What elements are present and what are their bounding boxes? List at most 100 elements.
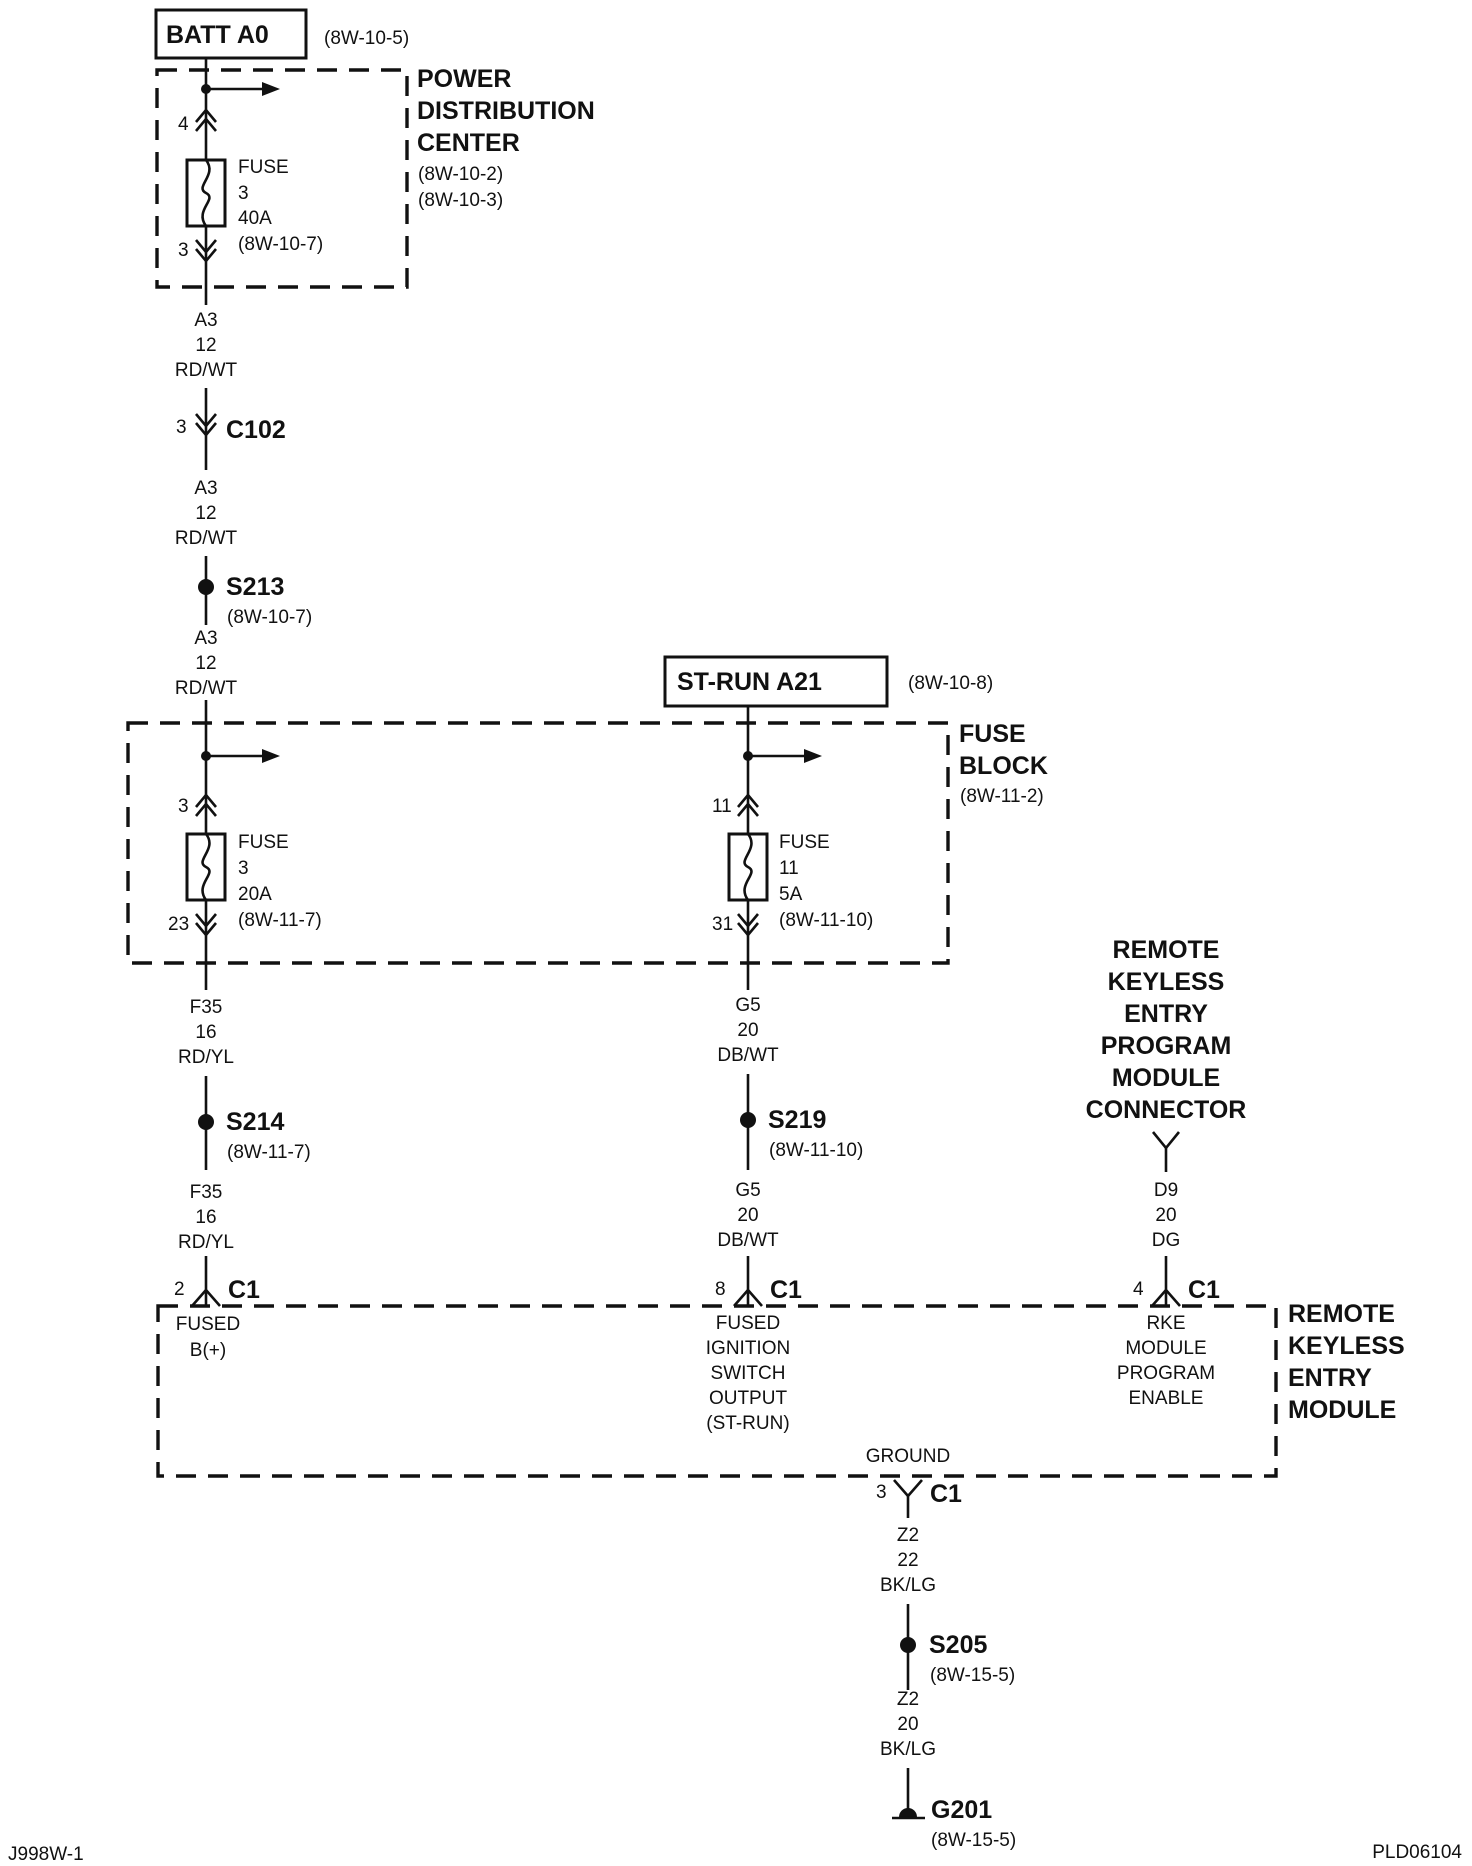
- connector-chevron-down-icon: [195, 413, 217, 438]
- svg-text:3: 3: [238, 183, 249, 204]
- svg-text:Z2: Z2: [897, 1525, 919, 1546]
- svg-text:(8W-11-2): (8W-11-2): [960, 786, 1044, 807]
- svg-text:B(+): B(+): [190, 1340, 226, 1361]
- svg-text:3: 3: [238, 858, 249, 879]
- fuse11-pin-out: 31: [712, 914, 733, 935]
- connector-fork-icon: [893, 1479, 923, 1498]
- rke-module-dashed-outline: [156, 1304, 1278, 1478]
- c1-gnd-pin: 3: [876, 1482, 887, 1503]
- svg-text:RD/WT: RD/WT: [175, 528, 238, 549]
- wire-a3-label: A3 12 RD/WT: [175, 628, 238, 699]
- svg-text:REMOTE: REMOTE: [1113, 936, 1220, 964]
- svg-text:20: 20: [897, 1714, 918, 1735]
- fuse-20a-label: FUSE 3 20A (8W-11-7): [238, 832, 322, 931]
- svg-text:RD/WT: RD/WT: [175, 678, 238, 699]
- svg-text:IGNITION: IGNITION: [706, 1338, 790, 1359]
- svg-text:ENTRY: ENTRY: [1124, 1000, 1208, 1028]
- c1-rke-pin: 4: [1133, 1279, 1144, 1300]
- svg-text:POWER: POWER: [417, 65, 511, 93]
- svg-text:G5: G5: [735, 995, 760, 1016]
- pin-rke-program-enable-label: RKE MODULE PROGRAM ENABLE: [1117, 1313, 1215, 1409]
- svg-text:(ST-RUN): (ST-RUN): [706, 1413, 789, 1434]
- svg-text:BK/LG: BK/LG: [880, 1575, 936, 1596]
- svg-text:KEYLESS: KEYLESS: [1288, 1332, 1405, 1360]
- fuse-element-icon: [201, 833, 211, 901]
- splice-s214-dot: [198, 1114, 214, 1130]
- splice-s205-ref: (8W-15-5): [930, 1665, 1015, 1686]
- svg-text:PROGRAM: PROGRAM: [1101, 1032, 1232, 1060]
- svg-text:BK/LG: BK/LG: [880, 1739, 936, 1760]
- svg-text:(8W-10-7): (8W-10-7): [238, 234, 323, 255]
- pin-ground-label: GROUND: [866, 1446, 950, 1467]
- svg-text:Z2: Z2: [897, 1689, 919, 1710]
- svg-text:MODULE: MODULE: [1288, 1396, 1396, 1424]
- rke-module-label: REMOTE KEYLESS ENTRY MODULE: [1288, 1300, 1405, 1424]
- svg-text:16: 16: [195, 1207, 216, 1228]
- arrow-right-icon: [262, 749, 280, 763]
- svg-text:12: 12: [195, 335, 216, 356]
- svg-text:RKE: RKE: [1146, 1313, 1185, 1334]
- wire-g5-label: G5 20 DB/WT: [717, 995, 779, 1066]
- svg-text:SWITCH: SWITCH: [711, 1363, 786, 1384]
- batt-a0-label: BATT A0: [166, 21, 269, 49]
- svg-text:FUSED: FUSED: [176, 1314, 240, 1335]
- splice-s205-label: S205: [929, 1631, 987, 1659]
- wire-g5-label: G5 20 DB/WT: [717, 1180, 779, 1251]
- connector-fork-icon: [1151, 1131, 1181, 1151]
- svg-text:F35: F35: [190, 1182, 223, 1203]
- svg-text:BLOCK: BLOCK: [959, 752, 1048, 780]
- connector-chevron-up-icon: [737, 792, 759, 817]
- pin-fused-ignition-label: FUSED IGNITION SWITCH OUTPUT (ST-RUN): [706, 1313, 790, 1434]
- svg-text:(8W-10-3): (8W-10-3): [418, 190, 503, 211]
- ground-icon: [899, 1808, 917, 1817]
- svg-text:20: 20: [1155, 1205, 1176, 1226]
- svg-text:5A: 5A: [779, 884, 803, 905]
- connector-chevron-up-icon: [195, 107, 217, 132]
- fuse3-pin-in: 3: [178, 796, 189, 817]
- svg-text:RD/WT: RD/WT: [175, 360, 238, 381]
- fuse3-pin-out: 23: [168, 914, 189, 935]
- fuse-element-icon: [743, 833, 753, 901]
- svg-text:16: 16: [195, 1022, 216, 1043]
- wire-z2-label: Z2 20 BK/LG: [880, 1689, 936, 1760]
- svg-text:20A: 20A: [238, 884, 272, 905]
- splice-s214-label: S214: [226, 1108, 284, 1136]
- wire-a3-label: A3 12 RD/WT: [175, 310, 238, 381]
- splice-s213-label: S213: [226, 573, 284, 601]
- wire-a3-label: A3 12 RD/WT: [175, 478, 238, 549]
- svg-text:F35: F35: [190, 997, 223, 1018]
- svg-text:12: 12: [195, 653, 216, 674]
- c1-gnd-label: C1: [930, 1480, 962, 1508]
- c1-fused-pin: 2: [174, 1279, 185, 1300]
- svg-text:G5: G5: [735, 1180, 760, 1201]
- c1-rke-label: C1: [1188, 1276, 1220, 1304]
- splice-s205-dot: [900, 1637, 916, 1653]
- fuse11-pin-in: 11: [712, 796, 732, 817]
- svg-text:(8W-11-10): (8W-11-10): [779, 910, 873, 931]
- splice-s213-ref: (8W-10-7): [227, 607, 312, 628]
- splice-s214-ref: (8W-11-7): [227, 1142, 311, 1163]
- pin-fused-b-plus-label: FUSED B(+): [176, 1314, 240, 1361]
- splice-s219-ref: (8W-11-10): [769, 1140, 863, 1161]
- connector-chevron-down-icon: [195, 913, 217, 938]
- rke-program-connector-label: REMOTE KEYLESS ENTRY PROGRAM MODULE CONN…: [1086, 936, 1247, 1124]
- svg-text:DISTRIBUTION: DISTRIBUTION: [417, 97, 595, 125]
- fuse-element-icon: [201, 159, 211, 227]
- splice-s213-dot: [198, 579, 214, 595]
- svg-text:40A: 40A: [238, 208, 272, 229]
- svg-text:ENABLE: ENABLE: [1129, 1388, 1204, 1409]
- svg-text:DB/WT: DB/WT: [717, 1230, 779, 1251]
- svg-text:FUSE: FUSE: [238, 832, 289, 853]
- pdc-label: POWER DISTRIBUTION CENTER (8W-10-2) (8W-…: [417, 65, 595, 211]
- batt-a0-box: [154, 8, 308, 60]
- svg-text:22: 22: [897, 1550, 918, 1571]
- svg-text:A3: A3: [194, 478, 217, 499]
- fuse-block-label: FUSE BLOCK (8W-11-2): [959, 720, 1048, 807]
- wire-d9-label: D9 20 DG: [1152, 1180, 1181, 1251]
- svg-text:DB/WT: DB/WT: [717, 1045, 779, 1066]
- svg-text:MODULE: MODULE: [1112, 1064, 1220, 1092]
- wire-f35-label: F35 16 RD/YL: [178, 997, 234, 1068]
- svg-text:FUSE: FUSE: [238, 157, 289, 178]
- connector-fork-icon: [733, 1288, 763, 1307]
- svg-text:(8W-10-2): (8W-10-2): [418, 164, 503, 185]
